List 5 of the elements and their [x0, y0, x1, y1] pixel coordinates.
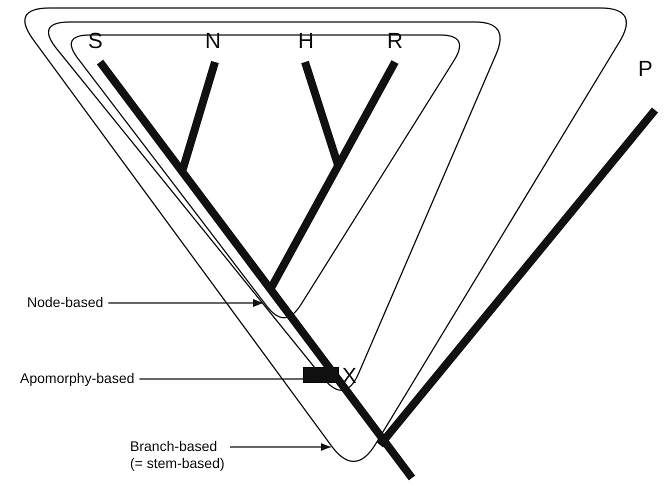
definition-label: Branch-based (= stem-based)	[130, 438, 225, 472]
arrow	[230, 443, 331, 451]
taxon-label: P	[638, 58, 653, 80]
arrow	[108, 299, 264, 307]
definition-label: Apomorphy-based	[20, 370, 134, 387]
